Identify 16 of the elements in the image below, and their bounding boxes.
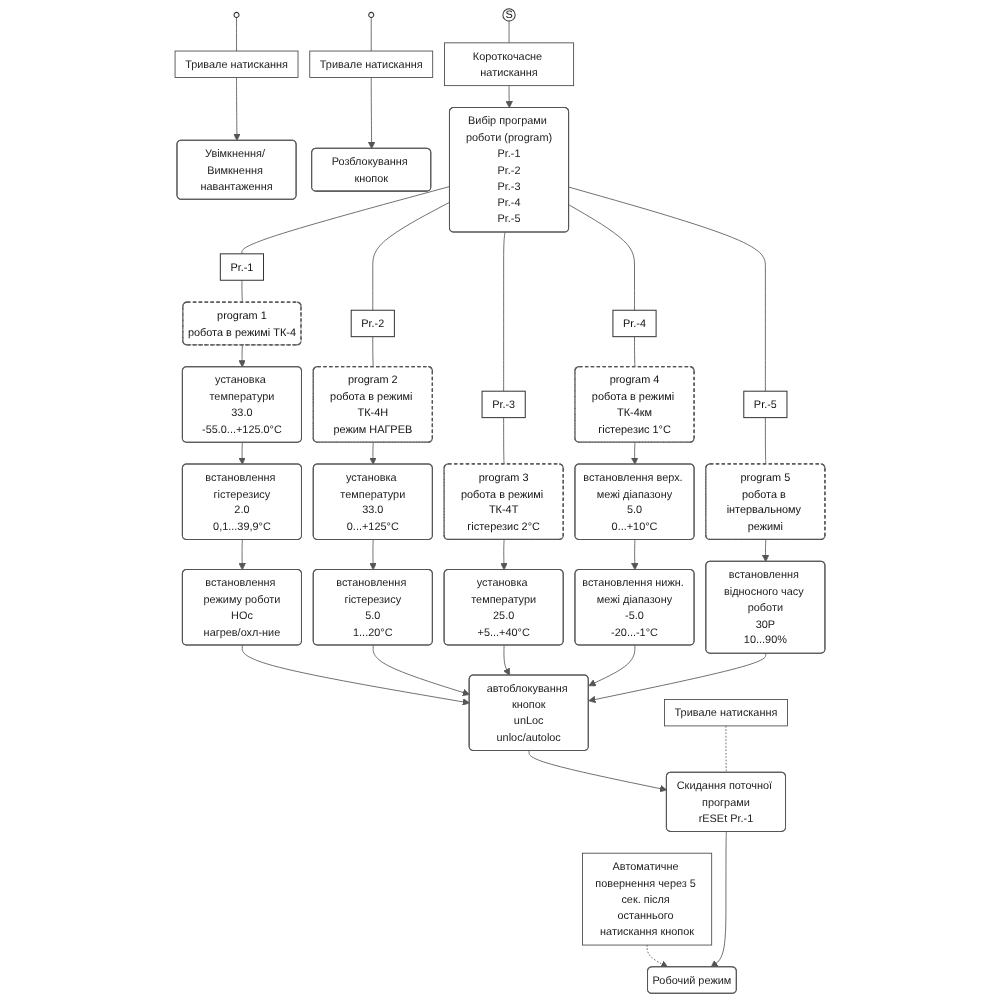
connector <box>241 279 243 303</box>
connector <box>372 201 451 311</box>
connector <box>764 417 767 465</box>
connector <box>634 336 636 368</box>
connector <box>508 20 510 44</box>
node-circle <box>368 11 375 18</box>
connector <box>370 17 372 52</box>
connector <box>241 186 451 255</box>
connector <box>568 204 635 311</box>
connector <box>372 336 374 368</box>
node-circle <box>233 11 240 18</box>
connector <box>503 417 505 465</box>
connector <box>568 186 766 392</box>
connector <box>725 725 727 774</box>
connector <box>236 17 237 52</box>
connector <box>503 232 506 392</box>
